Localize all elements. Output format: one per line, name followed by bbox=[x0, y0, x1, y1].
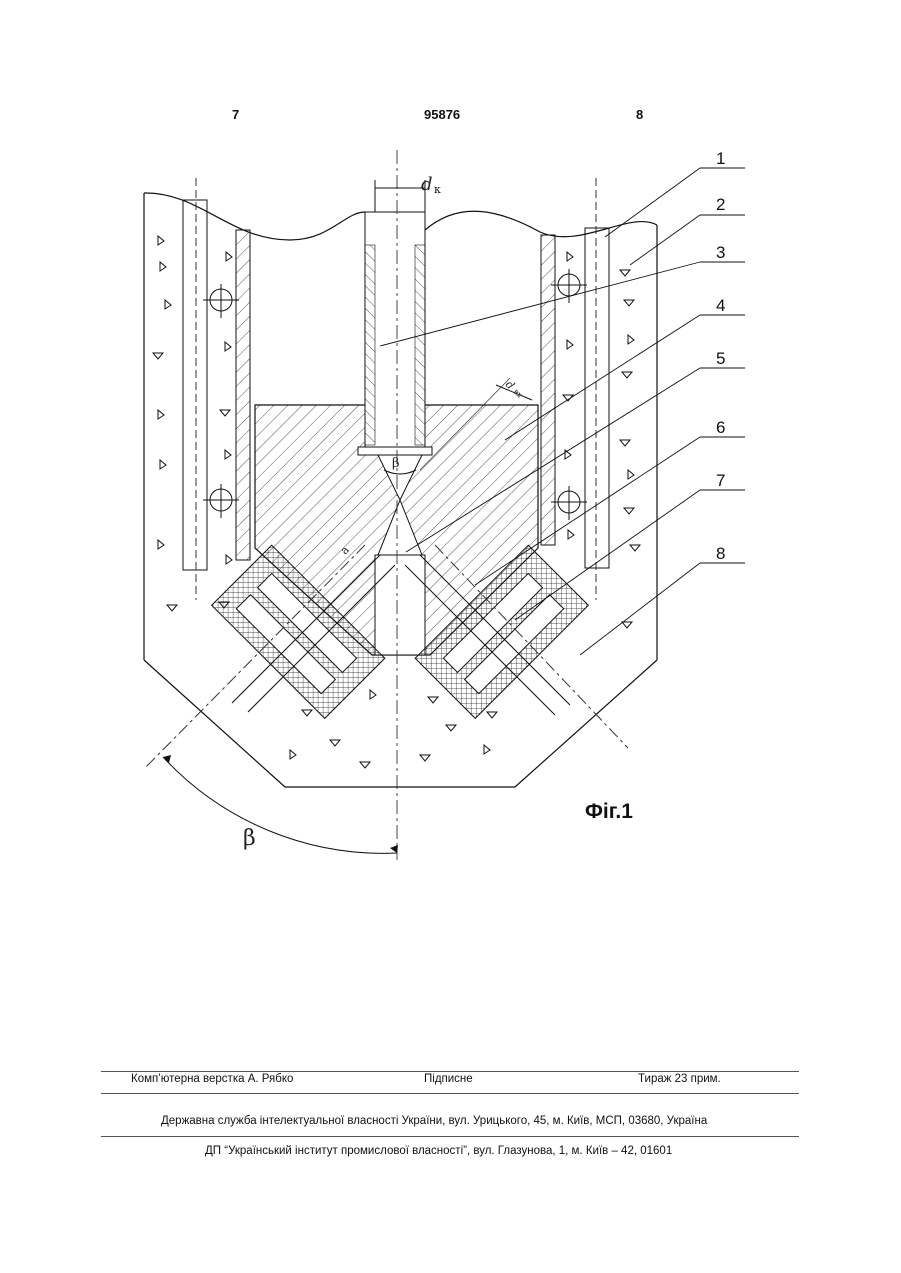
angle-beta-large: β bbox=[243, 826, 256, 851]
callout-7: 7 bbox=[716, 471, 725, 490]
callout-6: 6 bbox=[716, 418, 725, 437]
dimension-dvk-subscript: вх bbox=[512, 387, 525, 400]
footer-institute-address: ДП “Український інститут промислової вла… bbox=[205, 1145, 672, 1157]
callout-1: 1 bbox=[716, 149, 725, 168]
callout-3: 3 bbox=[716, 243, 725, 262]
dimension-dk-label: d bbox=[421, 174, 433, 195]
angle-beta-small: β bbox=[392, 456, 400, 471]
callout-4: 4 bbox=[716, 296, 725, 315]
footer-layout-by: Комп’ютерна верстка А. Рябко bbox=[131, 1073, 293, 1085]
technical-drawing: 1 2 3 4 5 6 7 8 d к d вх β a β bbox=[0, 0, 901, 900]
footer-agency-address: Державна служба інтелектуальної власност… bbox=[161, 1115, 707, 1127]
dimension-dk-subscript: к bbox=[434, 183, 441, 196]
footer-rule-top bbox=[101, 1071, 799, 1072]
footer-print-run: Тираж 23 прим. bbox=[638, 1073, 721, 1085]
callout-2: 2 bbox=[716, 195, 725, 214]
footer-rule-middle bbox=[101, 1093, 799, 1094]
figure-label: Фіг.1 bbox=[585, 800, 633, 824]
callout-5: 5 bbox=[716, 349, 725, 368]
footer-signed: Підписне bbox=[424, 1073, 473, 1085]
footer-rule-bottom bbox=[101, 1136, 799, 1137]
callout-8: 8 bbox=[716, 544, 725, 563]
